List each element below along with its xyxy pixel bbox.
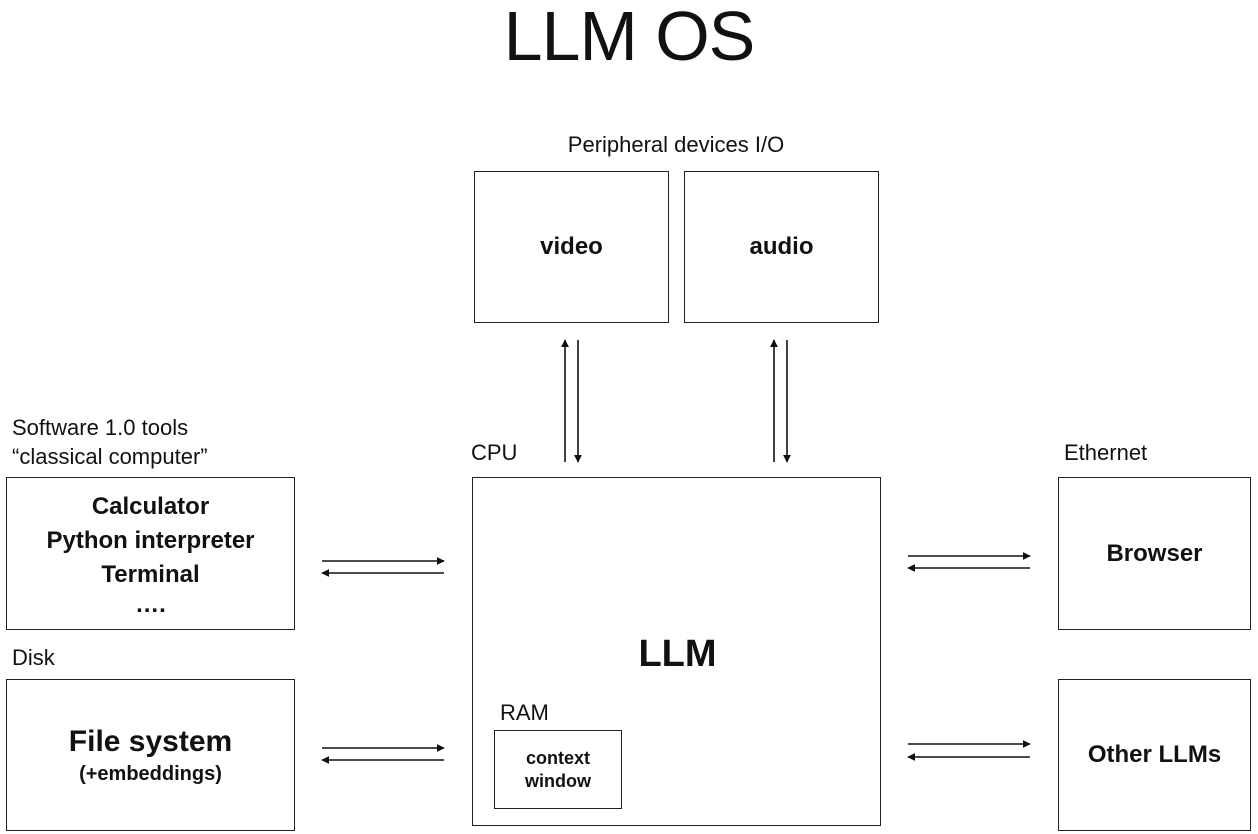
disk-label: Disk <box>12 645 55 670</box>
software-label: Software 1.0 tools “classical computer” <box>12 413 208 471</box>
ethernet-label: Ethernet <box>1064 440 1148 465</box>
context-window-line2: window <box>525 770 591 791</box>
diagram-title: LLM OS <box>503 0 756 75</box>
file-system-label: File system <box>68 724 233 758</box>
software-label-line2: “classical computer” <box>12 444 208 469</box>
other-llms-label: Other LLMs <box>1087 741 1222 768</box>
context-window-box: context window <box>494 730 622 809</box>
other-llms-box: Other LLMs <box>1058 679 1251 831</box>
software-label-line1: Software 1.0 tools <box>12 415 189 440</box>
audio-label: audio <box>749 233 814 260</box>
file-system-box: File system (+embeddings) <box>6 679 295 831</box>
video-label: video <box>540 233 603 260</box>
browser-box: Browser <box>1058 477 1251 630</box>
video-box: video <box>474 171 669 323</box>
software-item-terminal: Terminal <box>101 560 200 588</box>
cpu-label: CPU <box>471 440 518 465</box>
peripherals-label: Peripheral devices I/O <box>567 132 785 157</box>
embeddings-label: (+embeddings) <box>79 762 222 785</box>
software-item-python: Python interpreter <box>46 526 255 554</box>
software-item-more: …. <box>135 590 166 618</box>
ram-label: RAM <box>500 700 549 725</box>
browser-label: Browser <box>1106 539 1203 567</box>
audio-box: audio <box>684 171 879 323</box>
llm-label: LLM <box>638 633 717 675</box>
software-tools-box: Calculator Python interpreter Terminal …… <box>6 477 295 630</box>
context-window-line1: context <box>525 747 590 768</box>
llm-box: LLM RAM context window <box>472 477 881 826</box>
software-item-calculator: Calculator <box>91 492 210 520</box>
